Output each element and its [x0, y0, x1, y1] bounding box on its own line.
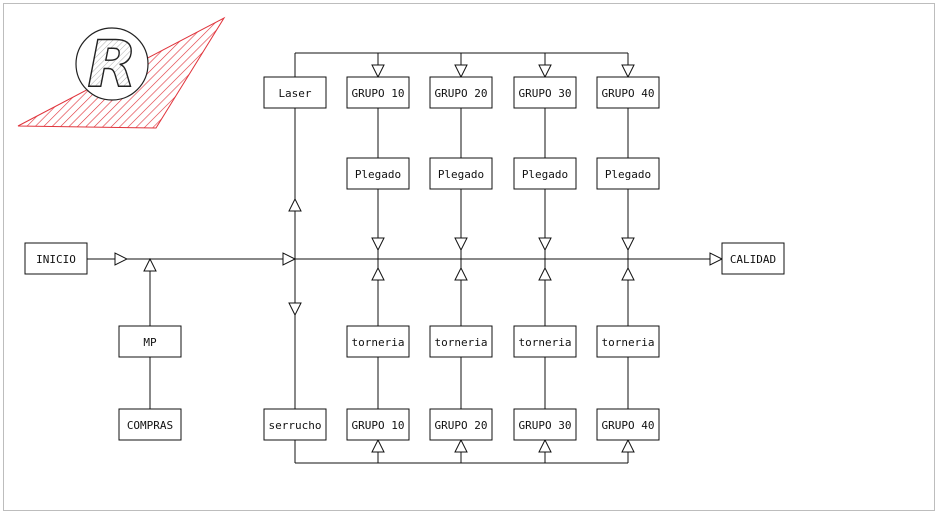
box-inicio: INICIO	[24, 242, 88, 275]
arrow-down	[621, 64, 635, 79]
arrow-down	[454, 64, 468, 79]
box-label: GRUPO 10	[352, 419, 405, 432]
box-label: GRUPO 40	[602, 419, 655, 432]
arrow-down	[538, 237, 552, 252]
drawing-frame	[3, 3, 935, 511]
arrow-down	[454, 237, 468, 252]
box-plegado-4: Plegado	[596, 157, 660, 190]
box-top-grupo-10: GRUPO 10	[346, 76, 410, 109]
box-plegado-1: Plegado	[346, 157, 410, 190]
box-calidad: CALIDAD	[721, 242, 785, 275]
arrow-right	[709, 252, 724, 266]
box-label: GRUPO 40	[602, 87, 655, 100]
arrow-up	[454, 438, 468, 453]
arrow-down	[621, 237, 635, 252]
arrow-up	[621, 266, 635, 281]
box-serrucho: serrucho	[263, 408, 327, 441]
box-mp: MP	[118, 325, 182, 358]
box-label: torneria	[352, 336, 405, 349]
box-label: GRUPO 10	[352, 87, 405, 100]
box-label: CALIDAD	[730, 253, 776, 266]
arrow-up	[538, 266, 552, 281]
arrow-down	[371, 64, 385, 79]
box-torneria-1: torneria	[346, 325, 410, 358]
box-label: serrucho	[269, 419, 322, 432]
arrow-up	[288, 197, 302, 212]
arrow-up	[371, 266, 385, 281]
box-label: INICIO	[36, 253, 76, 266]
arrow-up	[143, 257, 157, 272]
box-compras: COMPRAS	[118, 408, 182, 441]
box-label: Laser	[278, 87, 311, 100]
box-plegado-2: Plegado	[429, 157, 493, 190]
box-torneria-3: torneria	[513, 325, 577, 358]
box-label: Plegado	[438, 168, 484, 181]
arrow-down	[538, 64, 552, 79]
box-label: Plegado	[355, 168, 401, 181]
box-label: GRUPO 30	[519, 87, 572, 100]
box-torneria-2: torneria	[429, 325, 493, 358]
box-top-grupo-40: GRUPO 40	[596, 76, 660, 109]
box-label: GRUPO 20	[435, 87, 488, 100]
arrow-down	[371, 237, 385, 252]
arrow-right	[114, 252, 129, 266]
box-plegado-3: Plegado	[513, 157, 577, 190]
arrow-up	[538, 438, 552, 453]
box-laser: Laser	[263, 76, 327, 109]
box-label: GRUPO 30	[519, 419, 572, 432]
box-label: torneria	[602, 336, 655, 349]
box-label: torneria	[519, 336, 572, 349]
company-logo: R	[17, 16, 226, 129]
box-top-grupo-30: GRUPO 30	[513, 76, 577, 109]
arrow-up	[621, 438, 635, 453]
box-label: Plegado	[605, 168, 651, 181]
box-bottom-grupo-40: GRUPO 40	[596, 408, 660, 441]
box-bottom-grupo-10: GRUPO 10	[346, 408, 410, 441]
box-label: torneria	[435, 336, 488, 349]
box-label: GRUPO 20	[435, 419, 488, 432]
box-label: MP	[143, 336, 157, 349]
arrow-down	[288, 302, 302, 317]
box-label: Plegado	[522, 168, 568, 181]
logo-letter: R	[87, 28, 136, 102]
connectors	[87, 52, 722, 464]
arrow-up	[371, 438, 385, 453]
box-bottom-grupo-30: GRUPO 30	[513, 408, 577, 441]
arrow-up	[454, 266, 468, 281]
arrow-right	[282, 252, 297, 266]
box-label: COMPRAS	[127, 419, 173, 432]
box-torneria-4: torneria	[596, 325, 660, 358]
box-top-grupo-20: GRUPO 20	[429, 76, 493, 109]
arrowheads	[114, 64, 724, 453]
logo-circle	[75, 27, 149, 101]
box-bottom-grupo-20: GRUPO 20	[429, 408, 493, 441]
